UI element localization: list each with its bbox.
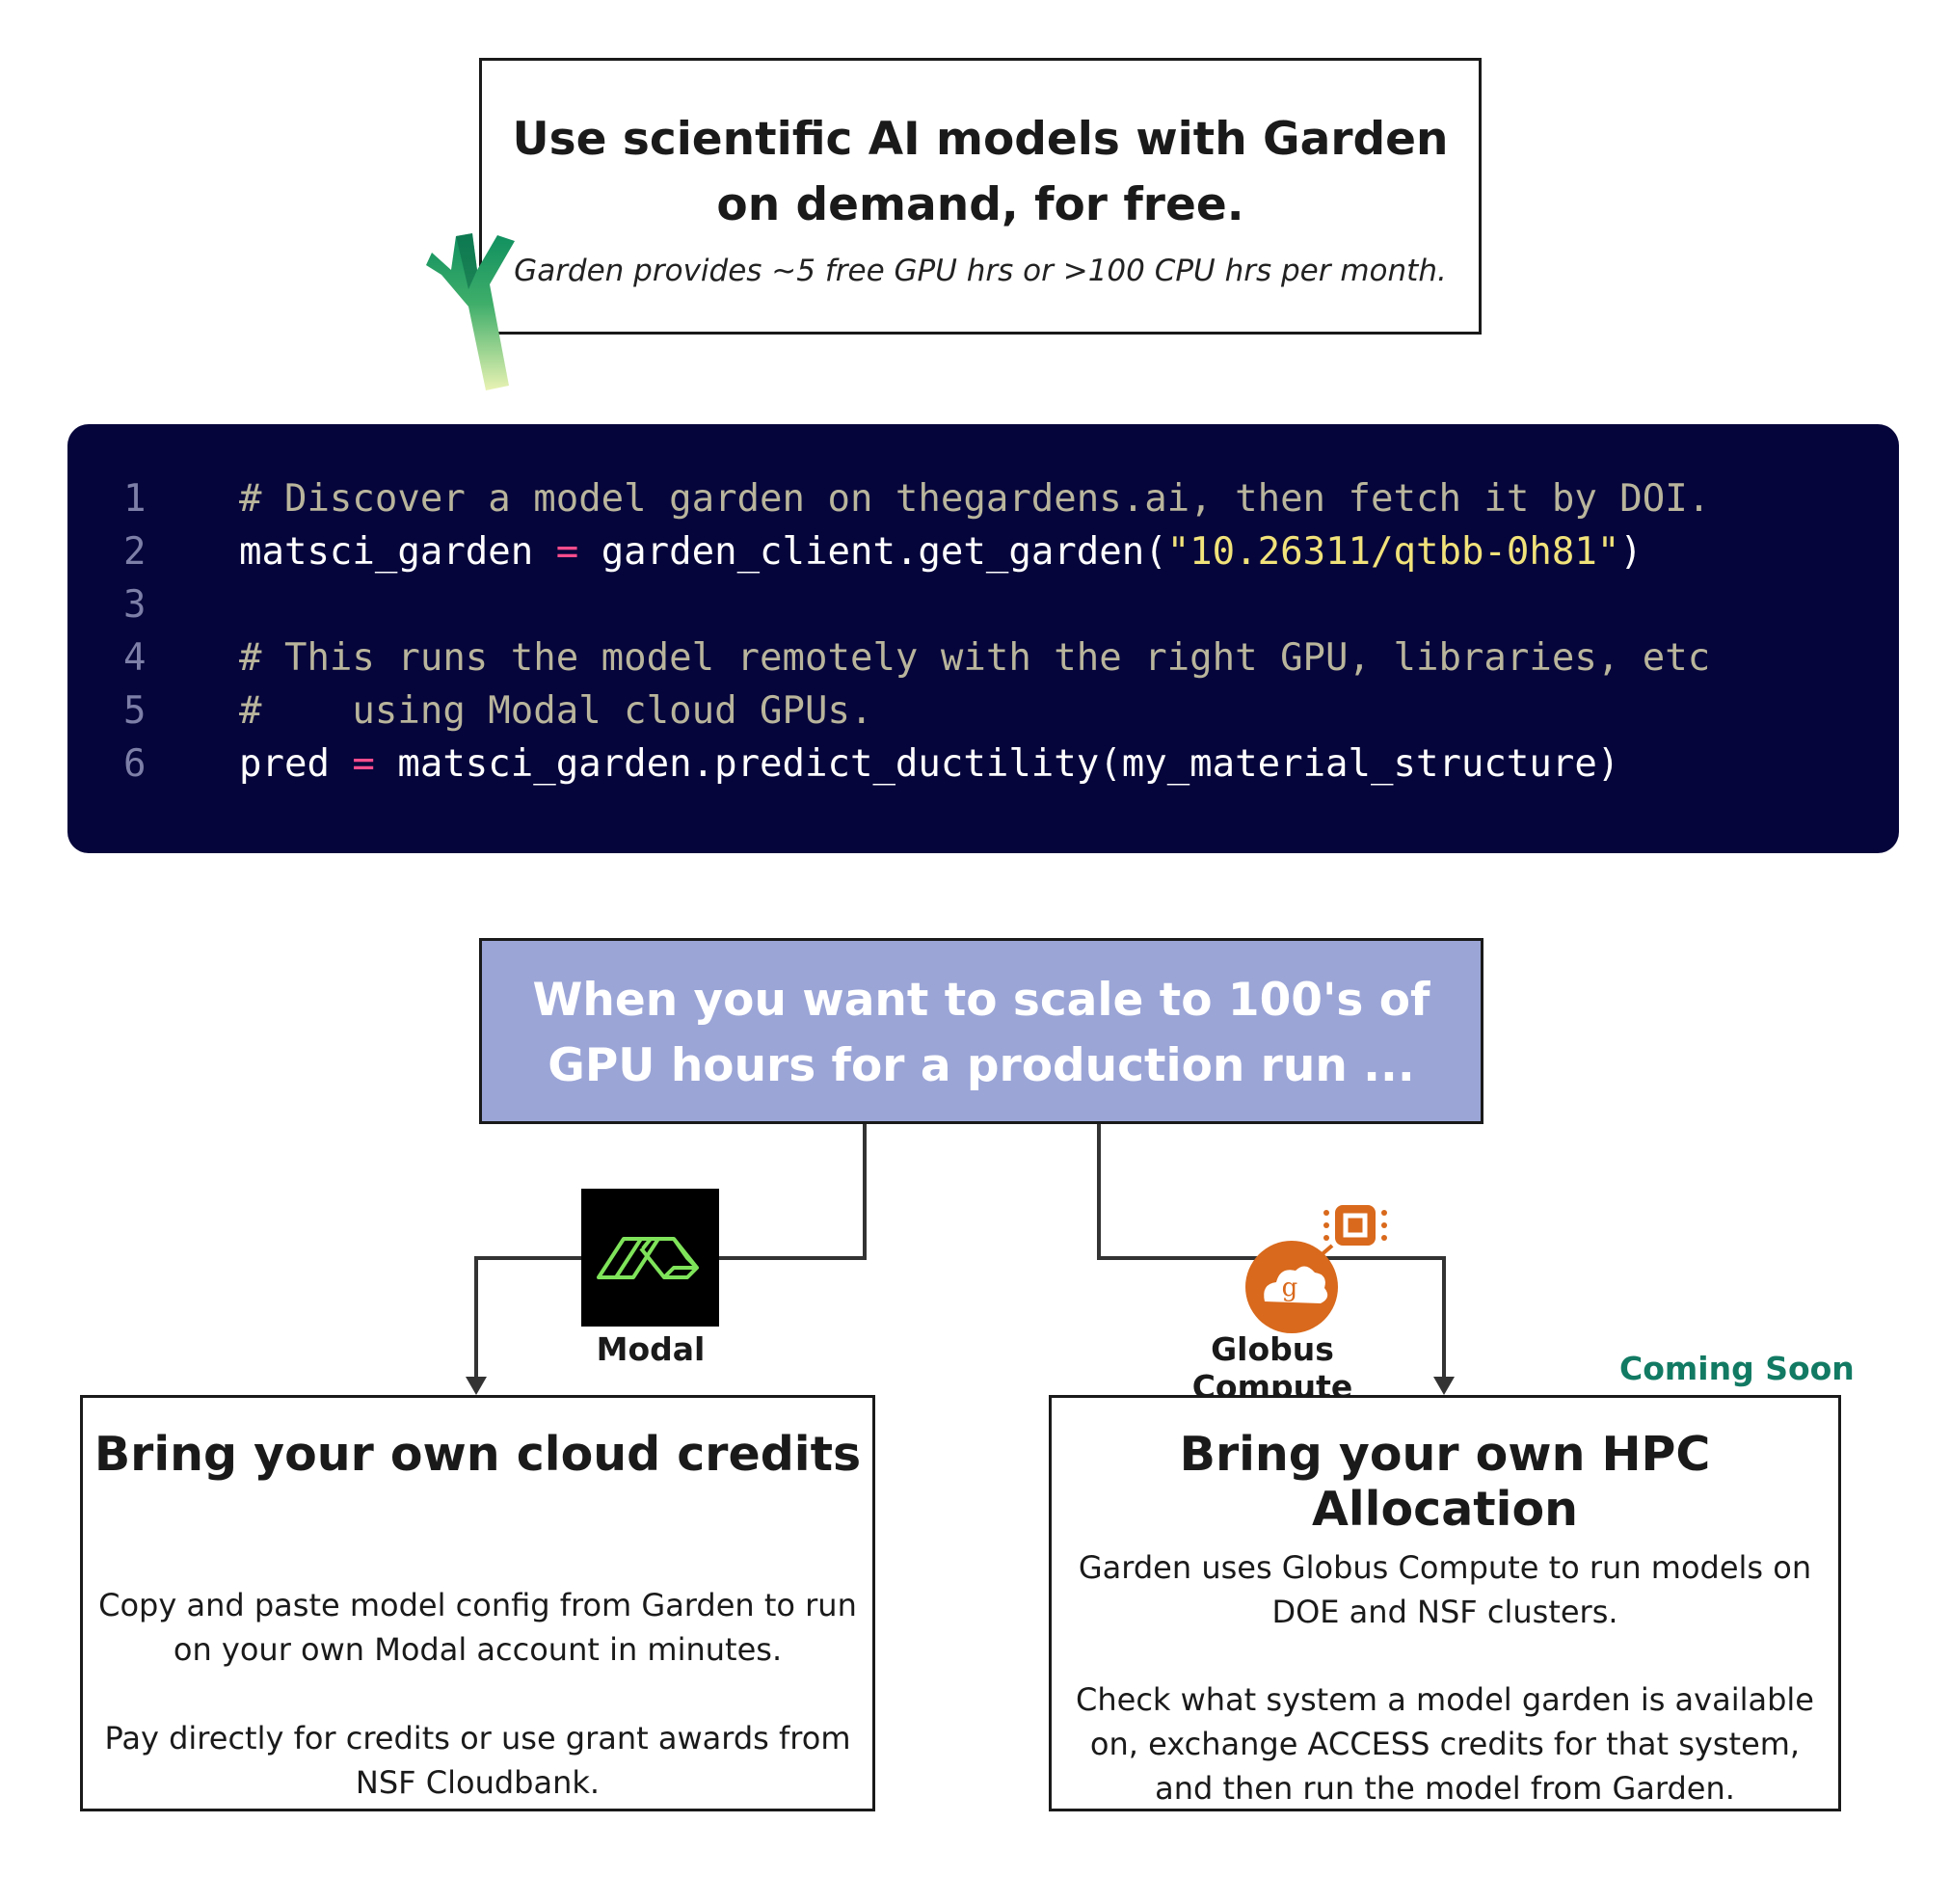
line-number: 6	[123, 742, 147, 786]
code-text: matsci_garden = garden_client.get_garden…	[239, 530, 1643, 574]
globus-compute-logo-icon: g	[1245, 1205, 1387, 1333]
coming-soon-badge: Coming Soon	[1619, 1350, 1855, 1387]
line-number: 5	[123, 689, 147, 733]
arrowhead-right	[1433, 1377, 1455, 1395]
header-card: Use scientific AI models with Garden on …	[479, 58, 1482, 335]
code-token-plain: )	[1619, 530, 1643, 574]
line-number: 3	[123, 583, 147, 627]
code-text: # using Modal cloud GPUs.	[239, 689, 872, 733]
code-token-plain: garden_client.get_garden(	[578, 530, 1167, 574]
hpc-allocation-para-2: Check what system a model garden is avai…	[1076, 1681, 1814, 1807]
scale-banner-text: When you want to scale to 100's of GPU h…	[532, 974, 1430, 1092]
code-text: # This runs the model remotely with the …	[239, 636, 1710, 680]
modal-label: Modal	[596, 1330, 706, 1368]
cloud-credits-para-2: Pay directly for credits or use grant aw…	[104, 1720, 851, 1801]
cloud-credits-para-1: Copy and paste model config from Garden …	[98, 1587, 857, 1668]
code-token-plain: matsci_garden	[239, 530, 556, 574]
line-number: 4	[123, 636, 147, 680]
header-subtitle: Garden provides ~5 free GPU hrs or >100 …	[514, 254, 1447, 288]
arrowhead-left	[466, 1377, 487, 1395]
code-text: pred = matsci_garden.predict_ductility(m…	[239, 742, 1619, 786]
header-title: Use scientific AI models with Garden on …	[512, 113, 1449, 231]
svg-text:g: g	[1282, 1274, 1298, 1302]
code-token-comment: # This runs the model remotely with the …	[239, 636, 1711, 680]
line-number: 2	[123, 530, 147, 574]
hpc-allocation-card: Bring your own HPC Allocation Garden use…	[1049, 1395, 1841, 1811]
code-token-op: =	[555, 530, 579, 574]
hpc-allocation-title: Bring your own HPC Allocation	[1179, 1427, 1711, 1537]
code-token-comment: # Discover a model garden on thegardens.…	[239, 477, 1711, 521]
code-token-comment: # using Modal cloud GPUs.	[239, 689, 873, 733]
line-number: 1	[123, 477, 147, 521]
code-token-plain: pred	[239, 742, 353, 786]
hpc-allocation-para-1: Garden uses Globus Compute to run models…	[1078, 1549, 1812, 1630]
cloud-credits-card: Bring your own cloud credits Copy and pa…	[80, 1395, 875, 1811]
code-token-plain: matsci_garden.predict_ductility(my_mater…	[374, 742, 1620, 786]
code-text: # Discover a model garden on thegardens.…	[239, 477, 1710, 521]
garden-leek-icon	[426, 233, 515, 390]
code-block: 1 # Discover a model garden on thegardens…	[67, 424, 1899, 853]
code-token-op: =	[352, 742, 375, 786]
cloud-credits-title: Bring your own cloud credits	[94, 1427, 862, 1482]
code-token-str: "10.26311/qtbb-0h81"	[1166, 530, 1620, 574]
scale-banner: When you want to scale to 100's of GPU h…	[479, 938, 1483, 1124]
modal-logo-icon	[581, 1189, 719, 1327]
